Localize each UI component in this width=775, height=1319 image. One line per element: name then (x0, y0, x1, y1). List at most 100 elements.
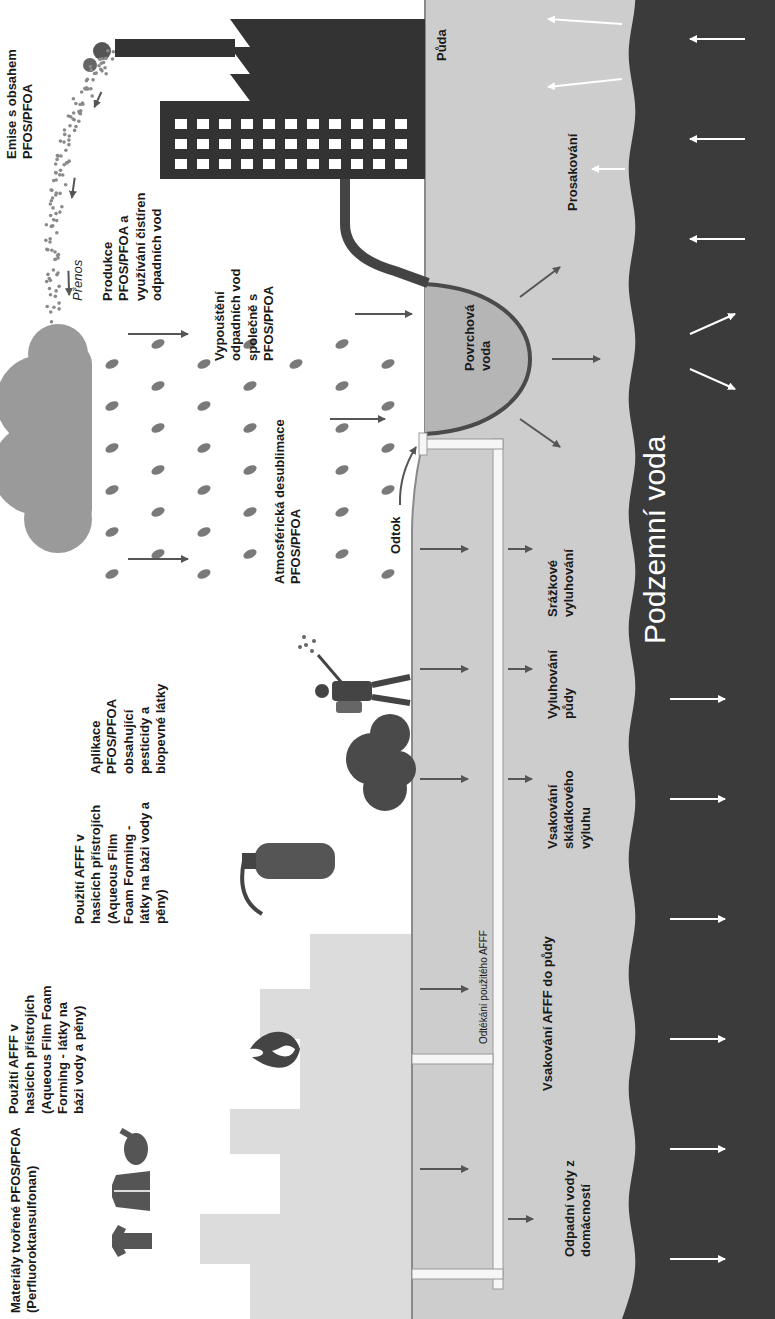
particle (59, 169, 63, 173)
particle (45, 248, 49, 252)
factory-window (197, 119, 209, 129)
spray-tank (336, 701, 362, 713)
particle (78, 103, 82, 107)
particle (103, 66, 107, 70)
rain-arrow (128, 333, 188, 335)
ground-surface (412, 0, 425, 1319)
jacket-icon (112, 1171, 150, 1211)
label: Vsakování skládkového výluhu (545, 729, 594, 849)
particle (60, 205, 64, 209)
label: Vypouštění odpadních vod společně s PFOS… (212, 229, 277, 361)
rain-drop (380, 357, 396, 370)
chimney (115, 39, 235, 57)
particle (49, 293, 53, 297)
city-building (300, 1034, 415, 1114)
bush (370, 714, 410, 754)
shirt-icon (112, 1225, 152, 1257)
particle (80, 90, 84, 94)
rain-drop (150, 505, 166, 518)
particle (104, 57, 108, 61)
jacket-zip (114, 1190, 150, 1192)
city-building (250, 1259, 415, 1319)
particle (57, 307, 61, 311)
rain-drop (242, 379, 258, 392)
factory (83, 19, 425, 179)
groundwater (622, 0, 775, 1319)
seepage-arrow (420, 778, 468, 780)
particle (54, 178, 58, 182)
particle (74, 102, 78, 106)
groundwater-arrow (670, 698, 725, 700)
seepage-arrow (520, 267, 560, 297)
particle (45, 305, 49, 309)
particle (94, 71, 98, 75)
pipe (412, 1054, 493, 1064)
particle (53, 258, 57, 262)
rain-drop (196, 483, 212, 496)
bush (380, 751, 416, 787)
rain-drop (380, 567, 396, 580)
particle (48, 240, 52, 244)
particle (54, 171, 58, 175)
particle (54, 162, 58, 166)
factory-window (373, 159, 385, 169)
particle (55, 219, 59, 223)
label: Odtékání použitého AFFF (478, 930, 491, 1044)
rain-drop (196, 567, 212, 580)
smoke (93, 42, 111, 60)
particle (55, 158, 59, 162)
particle (57, 285, 61, 289)
particle (63, 128, 67, 132)
factory-window (219, 159, 231, 169)
label: Odpadní vody z domácností (562, 1107, 595, 1257)
particle (50, 225, 54, 229)
particle (74, 125, 78, 129)
rain-drop (196, 525, 212, 538)
smoke (83, 58, 97, 72)
particle (97, 64, 101, 68)
groundwater-arrow (670, 1038, 725, 1040)
particle (59, 139, 63, 143)
surface-water (425, 284, 530, 434)
seepage-arrow (508, 1218, 533, 1220)
label: Přenos (70, 260, 86, 301)
particle (64, 148, 68, 152)
factory-window (197, 139, 209, 149)
particle (52, 268, 56, 272)
rain-drop (334, 379, 350, 392)
spray-dot (310, 649, 314, 653)
particle (85, 79, 89, 83)
rain-drop (242, 421, 258, 434)
label: Produkce PFOS/PFOA a využívání čistíren … (100, 183, 165, 301)
particle (62, 163, 66, 167)
label: Použití AFFF v hasicích přístrojích (Aqu… (6, 974, 87, 1114)
particle (54, 295, 58, 299)
particle (44, 239, 48, 243)
particle (53, 250, 57, 254)
rain-drop (334, 337, 350, 350)
extinguisher-hose (242, 861, 262, 914)
spray-dot (298, 645, 302, 649)
pond-bed (425, 284, 530, 434)
particle (54, 289, 58, 293)
label: Materiály tvořené PFOS/PFOA (Perfluorokt… (8, 1123, 41, 1313)
groundwater-arrow (670, 1258, 725, 1260)
rain-drop (288, 357, 304, 370)
particle (59, 154, 63, 158)
particle (91, 78, 95, 82)
rain-drop (150, 421, 166, 434)
spray-lance (318, 655, 342, 683)
seepage-arrow (520, 419, 560, 447)
particle (112, 50, 116, 54)
seepage-arrow (508, 548, 532, 550)
rain-drop (104, 441, 120, 454)
particle (48, 237, 52, 241)
groundwater-arrow (690, 238, 745, 240)
particle (50, 248, 54, 252)
particle (54, 212, 58, 216)
discharge-pipe (345, 179, 428, 283)
factory-tower (160, 101, 425, 179)
particle (72, 118, 76, 122)
person-leg (372, 697, 410, 703)
label: Povrchová voda (462, 293, 495, 371)
